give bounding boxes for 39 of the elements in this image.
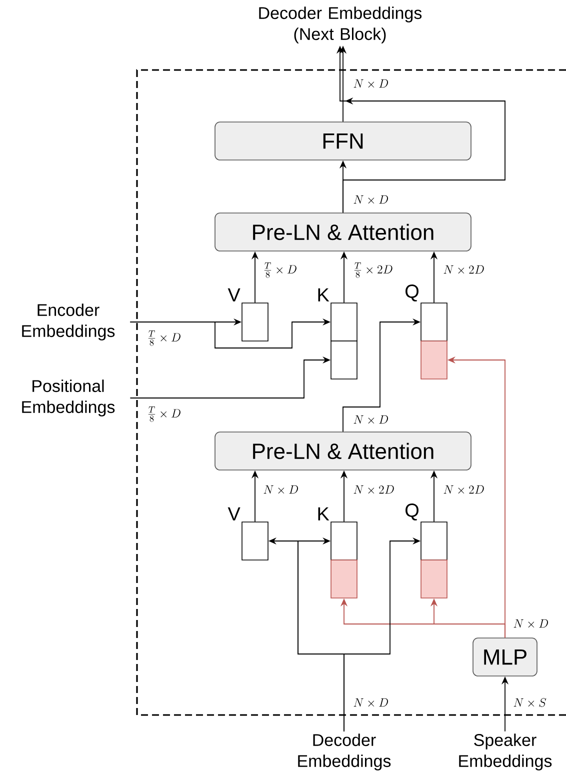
vector-box [420, 560, 448, 598]
caption-text: Decoder Embeddings [298, 734, 391, 770]
edge-label: $N \times D$ [514, 619, 548, 628]
node-label: V [228, 288, 240, 302]
edge-label: $N \times D$ [354, 415, 388, 424]
edge-label: $N \times D$ [354, 698, 388, 707]
vector-box: Q [406, 504, 448, 560]
caption-text: Positional Embeddings [22, 380, 115, 416]
vector-box: K [318, 507, 358, 560]
edge-label: $N \times D$ [354, 79, 388, 88]
caption-text: Decoder Embeddings (Next Block) [259, 6, 422, 44]
node-label: K [318, 288, 330, 302]
edge-label: $\frac{T}{8} \times D$ [148, 330, 180, 346]
node-label: Q [406, 284, 418, 302]
edge-label: $\frac{T}{8} \times 2D$ [354, 262, 392, 278]
edge-label: $N \times 2D$ [444, 265, 484, 274]
process-box: Pre-LN & Attention [214, 432, 472, 470]
process-box: MLP [472, 638, 538, 676]
edge-label: $N \times D$ [264, 485, 298, 494]
edge-label: $N \times S$ [514, 698, 546, 707]
node-label: V [228, 507, 240, 520]
edge-label: $N \times 2D$ [354, 485, 394, 494]
edge-label: $\frac{T}{8} \times D$ [148, 406, 180, 422]
vector-box [330, 340, 358, 380]
vector-box [420, 340, 448, 380]
vector-box: V [228, 288, 268, 342]
node-label: K [318, 507, 330, 520]
caption-text: Speaker Embeddings [459, 734, 552, 770]
process-box: Pre-LN & Attention [214, 212, 472, 252]
node-label: Q [406, 504, 418, 520]
process-box: FFN [214, 122, 472, 160]
edge-label: $\frac{T}{8} \times D$ [264, 262, 296, 278]
edge-label: $N \times D$ [354, 195, 388, 204]
vector-box: Q [406, 284, 448, 342]
vector-box: V [228, 507, 268, 560]
edge-label: $N \times 2D$ [444, 485, 484, 494]
caption-text: Encoder Embeddings [22, 304, 115, 340]
vector-box: K [318, 288, 358, 342]
vector-box [330, 560, 358, 598]
